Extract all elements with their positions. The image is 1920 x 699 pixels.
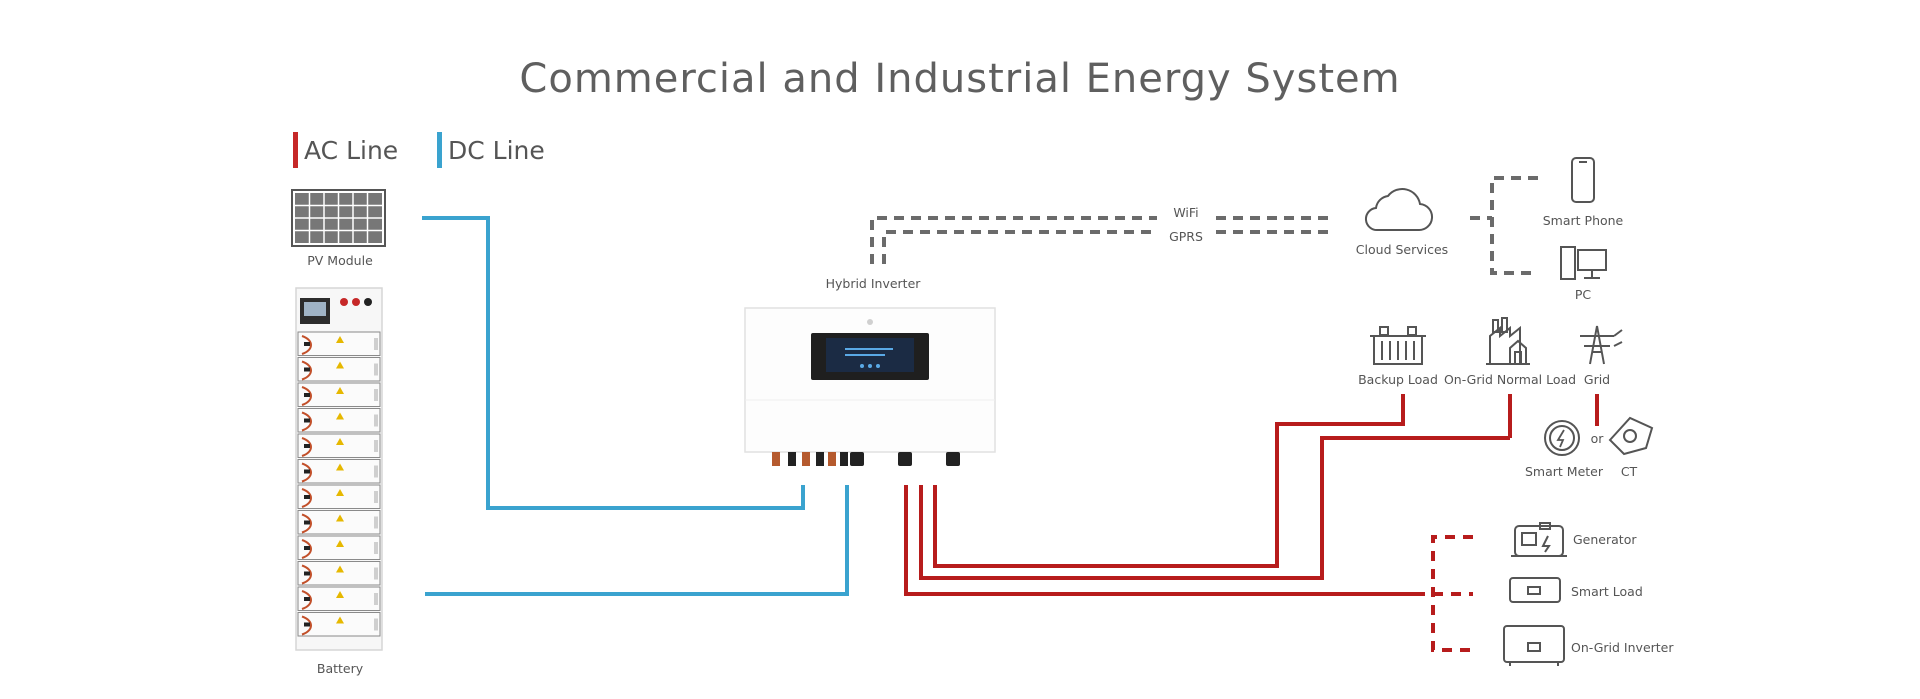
- battery-module: [297, 510, 381, 535]
- backup-load-icon: [1370, 326, 1426, 365]
- label-wifi: WiFi: [1173, 205, 1199, 220]
- cloud-icon: [1364, 188, 1433, 232]
- battery-module: [297, 612, 381, 637]
- label-smart-meter: Smart Meter: [1525, 464, 1603, 479]
- battery-modules: [297, 331, 381, 637]
- label-hybrid-inverter: Hybrid Inverter: [825, 276, 921, 291]
- label-grid: Grid: [1583, 372, 1611, 387]
- label-generator: Generator: [1573, 532, 1637, 547]
- comm-line-gprs: [882, 230, 1157, 264]
- comm-line-wifi: [870, 216, 1157, 264]
- label-on-grid-inverter: On-Grid Inverter: [1571, 640, 1674, 655]
- label-pc: PC: [1574, 287, 1592, 302]
- legend-dc-label: DC Line: [448, 135, 545, 165]
- dc-line-pv-to-inverter: [422, 216, 805, 510]
- battery-module: [297, 535, 381, 560]
- label-smart-phone: Smart Phone: [1542, 213, 1624, 228]
- label-cloud-services: Cloud Services: [1355, 242, 1449, 257]
- battery-module: [297, 357, 381, 382]
- on-grid-inverter-icon: [1503, 625, 1565, 666]
- comm-line-device-branch: [1490, 176, 1538, 275]
- battery-module: [297, 459, 381, 484]
- smart-load-icon: [1509, 577, 1561, 603]
- battery-module: [297, 484, 381, 509]
- label-battery: Battery: [316, 661, 364, 676]
- smart-meter-icon: [1544, 420, 1580, 456]
- pc-icon: [1560, 246, 1607, 280]
- pv-module-icon: [291, 189, 386, 247]
- ct-icon: [1608, 416, 1654, 456]
- label-ct: CT: [1620, 464, 1638, 479]
- battery-module: [297, 408, 381, 433]
- generator-icon: [1511, 522, 1567, 557]
- battery-module: [297, 586, 381, 611]
- ac-line-backup-load: [933, 394, 1405, 568]
- battery-module: [297, 433, 381, 458]
- grid-tower-icon: [1580, 325, 1623, 365]
- label-gprs: GPRS: [1169, 229, 1203, 244]
- legend-ac-label: AC Line: [304, 135, 399, 165]
- dc-line-battery-to-inverter: [425, 485, 849, 596]
- battery-module: [297, 561, 381, 586]
- label-or: or: [1590, 431, 1604, 446]
- inverter-terminals: [772, 452, 960, 466]
- smart-phone-icon: [1571, 157, 1595, 203]
- battery-rack-icon: [295, 287, 383, 651]
- hybrid-inverter-icon: [744, 307, 996, 466]
- ac-line-generator-bus: [904, 485, 1425, 596]
- legend-ac: AC Line: [293, 132, 398, 168]
- battery-module: [297, 382, 381, 407]
- label-pv-module: PV Module: [307, 253, 373, 268]
- ac-color-swatch: [293, 132, 298, 168]
- ac-lines: [904, 394, 1599, 596]
- label-backup-load: Backup Load: [1358, 372, 1438, 387]
- ac-dashed-lines: [1431, 535, 1473, 652]
- dc-color-swatch: [437, 132, 442, 168]
- label-on-grid-normal-load: On-Grid Normal Load: [1443, 372, 1577, 387]
- factory-icon: [1486, 317, 1530, 365]
- legend-dc: DC Line: [437, 132, 545, 168]
- dc-lines: [422, 216, 849, 596]
- label-smart-load: Smart Load: [1571, 584, 1643, 599]
- ac-line-on-grid-normal-load: [919, 436, 1510, 580]
- battery-module: [297, 331, 381, 356]
- comm-lines: [870, 176, 1538, 275]
- page-title: Commercial and Industrial Energy System: [519, 56, 1401, 102]
